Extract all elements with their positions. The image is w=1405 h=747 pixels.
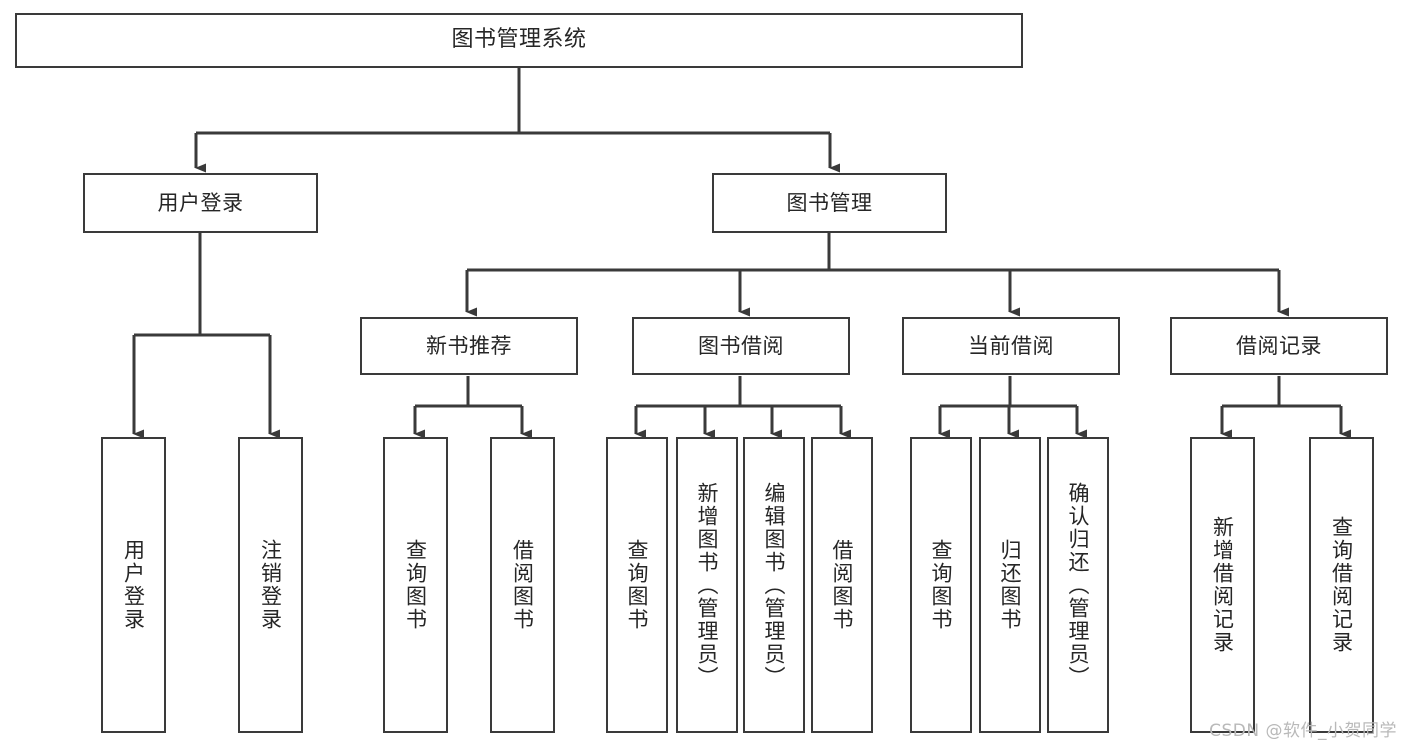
leaf-current-borrow-query[interactable]: 查询图书 bbox=[910, 437, 972, 733]
node-label: 查询借阅记录 bbox=[1329, 516, 1354, 654]
leaf-book-borrow-edit[interactable]: 编辑图书（管理员） bbox=[743, 437, 805, 733]
node-root-system[interactable]: 图书管理系统 bbox=[15, 13, 1023, 68]
node-label: 查询图书 bbox=[625, 539, 650, 631]
watermark: CSDN @软件_小贺同学 bbox=[1209, 721, 1397, 741]
node-label: 图书借阅 bbox=[698, 333, 784, 358]
leaf-book-borrow-query[interactable]: 查询图书 bbox=[606, 437, 668, 733]
node-label: 用户登录 bbox=[121, 539, 146, 631]
leaf-current-borrow-return[interactable]: 归还图书 bbox=[979, 437, 1041, 733]
leaf-current-borrow-confirm-return[interactable]: 确认归还（管理员） bbox=[1047, 437, 1109, 733]
leaf-borrow-record-query[interactable]: 查询借阅记录 bbox=[1309, 437, 1374, 733]
node-label: 借阅记录 bbox=[1236, 333, 1322, 358]
node-user-login[interactable]: 用户登录 bbox=[83, 173, 318, 233]
leaf-borrow-record-add[interactable]: 新增借阅记录 bbox=[1190, 437, 1255, 733]
leaf-book-borrow-borrow[interactable]: 借阅图书 bbox=[811, 437, 873, 733]
node-book-borrow[interactable]: 图书借阅 bbox=[632, 317, 850, 375]
node-current-borrow[interactable]: 当前借阅 bbox=[902, 317, 1120, 375]
node-label: 查询图书 bbox=[403, 539, 428, 631]
node-label: 查询图书 bbox=[929, 539, 954, 631]
leaf-user-login-logout[interactable]: 注销登录 bbox=[238, 437, 303, 733]
node-label: 确认归还（管理员） bbox=[1066, 481, 1091, 689]
leaf-new-book-query[interactable]: 查询图书 bbox=[383, 437, 448, 733]
node-label: 新增借阅记录 bbox=[1210, 516, 1235, 654]
node-label: 借阅图书 bbox=[510, 539, 535, 631]
node-label: 图书管理 bbox=[786, 190, 873, 215]
node-label: 图书管理系统 bbox=[451, 27, 587, 53]
node-new-book-recommend[interactable]: 新书推荐 bbox=[360, 317, 578, 375]
node-label: 新增图书（管理员） bbox=[695, 481, 720, 689]
leaf-new-book-borrow[interactable]: 借阅图书 bbox=[490, 437, 555, 733]
node-label: 借阅图书 bbox=[830, 539, 855, 631]
node-label: 编辑图书（管理员） bbox=[762, 481, 787, 689]
node-label: 当前借阅 bbox=[968, 333, 1054, 358]
node-label: 注销登录 bbox=[258, 539, 283, 631]
node-book-management[interactable]: 图书管理 bbox=[712, 173, 947, 233]
leaf-book-borrow-add[interactable]: 新增图书（管理员） bbox=[676, 437, 738, 733]
node-borrow-record[interactable]: 借阅记录 bbox=[1170, 317, 1388, 375]
node-label: 归还图书 bbox=[998, 539, 1023, 631]
leaf-user-login-login[interactable]: 用户登录 bbox=[101, 437, 166, 733]
node-label: 用户登录 bbox=[157, 190, 244, 215]
node-label: 新书推荐 bbox=[426, 333, 512, 358]
